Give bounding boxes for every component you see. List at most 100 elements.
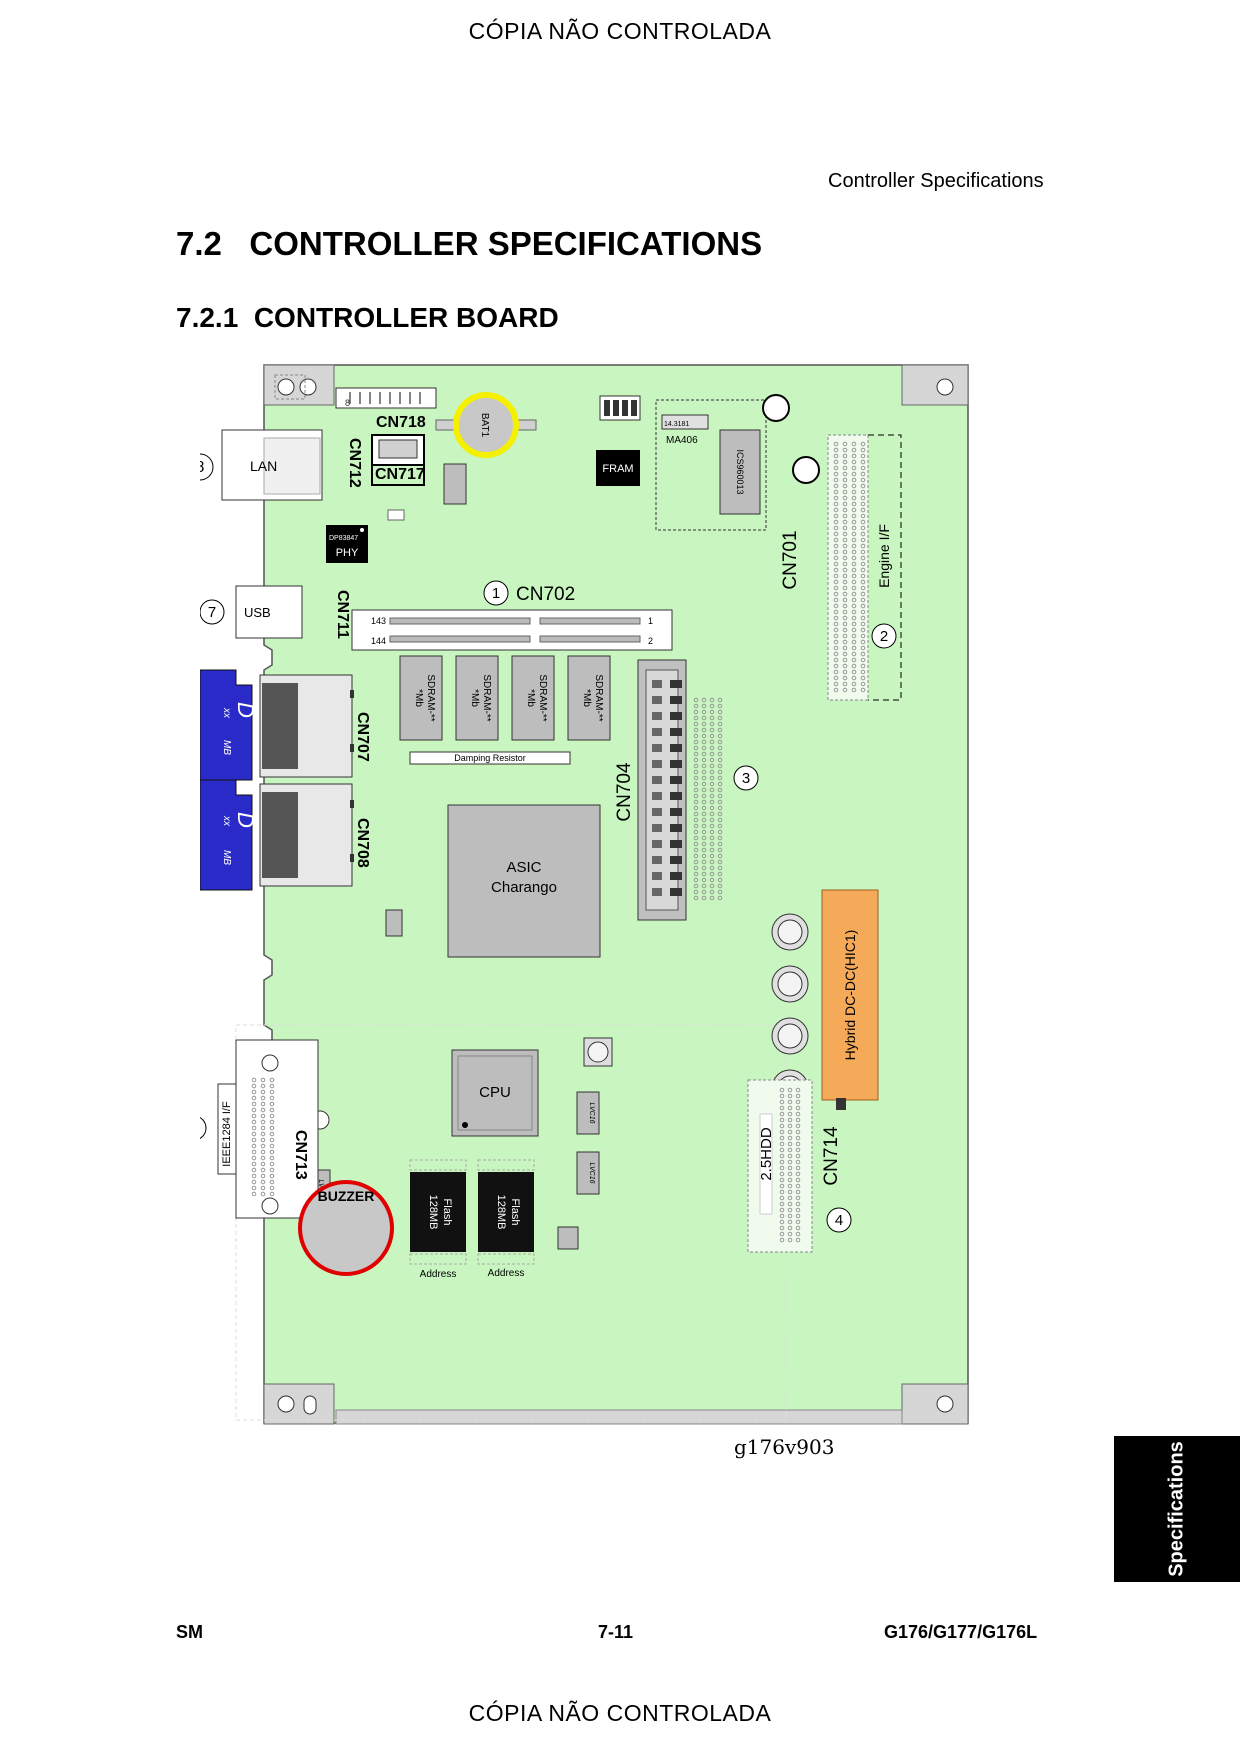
hdd-label: 2.5HDD — [758, 1127, 775, 1181]
sdram-chip-4 — [567, 655, 611, 741]
small-chip — [836, 1098, 846, 1110]
flash-chip-1: Flash 128MB Address — [409, 1159, 467, 1280]
lan-label: LAN — [250, 458, 277, 474]
flash-2-size: 128MB — [495, 1195, 507, 1230]
controller-board-diagram: 8 CN718 CN717 CN712 LAN 8 DP83847 PHY BA… — [200, 364, 969, 1459]
capacitor — [762, 394, 790, 422]
cn702-label: CN702 — [516, 584, 575, 605]
cn704-pin-grid — [693, 697, 723, 901]
battery-label: BAT1 — [479, 413, 490, 438]
cn714-label: CN714 — [821, 1126, 842, 1186]
corner-mount-br — [901, 1383, 969, 1425]
flash-1-label: Flash — [441, 1199, 453, 1226]
sd-card-1-mb: MB — [221, 740, 232, 755]
cn702-pin144: 144 — [371, 636, 386, 646]
side-tab: Specifications — [1114, 1436, 1240, 1582]
mount-hole — [936, 378, 954, 396]
lvc16-2-label: LVC16 — [588, 1162, 595, 1183]
ieee1284-pins — [251, 1077, 275, 1197]
callout-7 — [200, 599, 225, 625]
ieee-label: IEEE1284 I/F — [221, 1101, 233, 1167]
cn708-label: CN708 — [354, 818, 371, 868]
cn702-pin1: 1 — [648, 616, 653, 626]
cn714-pin-grid — [779, 1087, 801, 1243]
flash-2-label: Flash — [509, 1199, 521, 1226]
callout-4-label: 4 — [835, 1212, 843, 1229]
small-component — [385, 909, 403, 937]
callout-5 — [200, 1117, 207, 1139]
ics960013-chip — [719, 429, 761, 515]
figure-id: g176v903 — [734, 1435, 834, 1459]
cn702-pin143: 143 — [371, 616, 386, 626]
callout-3 — [733, 765, 759, 791]
lvc16-chip-2 — [576, 1151, 600, 1195]
sd-card-2-xx: xx — [221, 815, 232, 827]
sdram-size-label: *Mb — [525, 689, 536, 707]
watermark-bottom: CÓPIA NÃO CONTROLADA — [468, 1700, 772, 1726]
ics-label: ICS960013 — [735, 449, 745, 494]
sd-card-2 — [200, 779, 253, 891]
footer-page-number: 7-11 — [598, 1622, 634, 1642]
callout-8-label: 8 — [200, 459, 205, 476]
sdram-chip-1 — [399, 655, 443, 741]
corner-mount-tr — [901, 364, 969, 406]
watermark-top: CÓPIA NÃO CONTROLADA — [468, 18, 772, 44]
sdram-label: SDRAM-** — [537, 674, 548, 721]
ma406-area — [655, 399, 767, 531]
cn718-pins — [349, 392, 421, 404]
mount-slot — [303, 1395, 317, 1415]
section-title: 7.2 CONTROLLER SPECIFICATIONS — [176, 225, 763, 262]
callout-2-label: 2 — [880, 628, 888, 645]
phy-label: PHY — [336, 547, 359, 559]
svg-text:D: D — [233, 702, 258, 718]
hybrid-label: Hybrid DC-DC(HIC1) — [842, 930, 858, 1061]
flash-1-address: Address — [420, 1269, 457, 1280]
sdram-size-label: *Mb — [581, 689, 592, 707]
buzzer-label: BUZZER — [318, 1188, 375, 1204]
usb-label: USB — [244, 605, 271, 620]
buzzer — [298, 1180, 394, 1276]
sd-card-1-xx: xx — [221, 707, 232, 719]
small-chip — [557, 1226, 579, 1250]
footer-right: G176/G177/G176L — [884, 1622, 1038, 1642]
svg-text:8: 8 — [345, 398, 350, 408]
cn701-label: CN701 — [780, 530, 801, 589]
cpu-chip — [451, 1049, 539, 1137]
cpu-label: CPU — [479, 1084, 511, 1101]
cn707-label: CN707 — [354, 712, 371, 762]
battery-bat1 — [453, 392, 519, 458]
cn712-label: CN712 — [346, 438, 363, 488]
mount-hole — [277, 1395, 295, 1413]
footer-left: SM — [176, 1622, 203, 1642]
section-subtitle: 7.2.1 CONTROLLER BOARD — [176, 302, 559, 333]
flash-1-size: 128MB — [427, 1195, 439, 1230]
engine-if-label: Engine I/F — [876, 524, 892, 588]
usb-connector — [235, 585, 303, 639]
ma406-label: MA406 — [666, 435, 698, 446]
cn704-slots — [652, 680, 682, 896]
cn702-pin2: 2 — [648, 636, 653, 646]
sdram-chip-3 — [511, 655, 555, 741]
callout-7-label: 7 — [208, 604, 216, 621]
side-tab-label: Specifications — [1165, 1441, 1188, 1577]
cn718-label: CN718 — [376, 414, 426, 431]
asic-label: ASIC — [506, 859, 541, 876]
flash-2-address: Address — [488, 1268, 525, 1279]
cn704-label: CN704 — [614, 762, 635, 822]
cn717-connector — [378, 439, 418, 459]
chip-r2025s — [443, 463, 467, 505]
callout-3-label: 3 — [742, 770, 750, 787]
sd-card-1 — [200, 669, 253, 781]
dashed-area-guide — [235, 1024, 787, 1421]
mount-hole — [936, 1395, 954, 1413]
phy-chip-id: DP83847 — [329, 535, 358, 542]
flash-chip-2: Flash 128MB Address — [477, 1159, 535, 1279]
sd-slot-cn707: xx MB D — [200, 669, 354, 781]
lvc16-1-label: LVC16 — [588, 1102, 595, 1123]
sd-card-2-mb: MB — [221, 850, 232, 865]
corner-mount-bl — [263, 1383, 335, 1425]
hybrid-dcdc-module — [821, 889, 879, 1101]
sdram-size-label: *Mb — [413, 689, 424, 707]
cn713-label: CN713 — [292, 1130, 309, 1180]
